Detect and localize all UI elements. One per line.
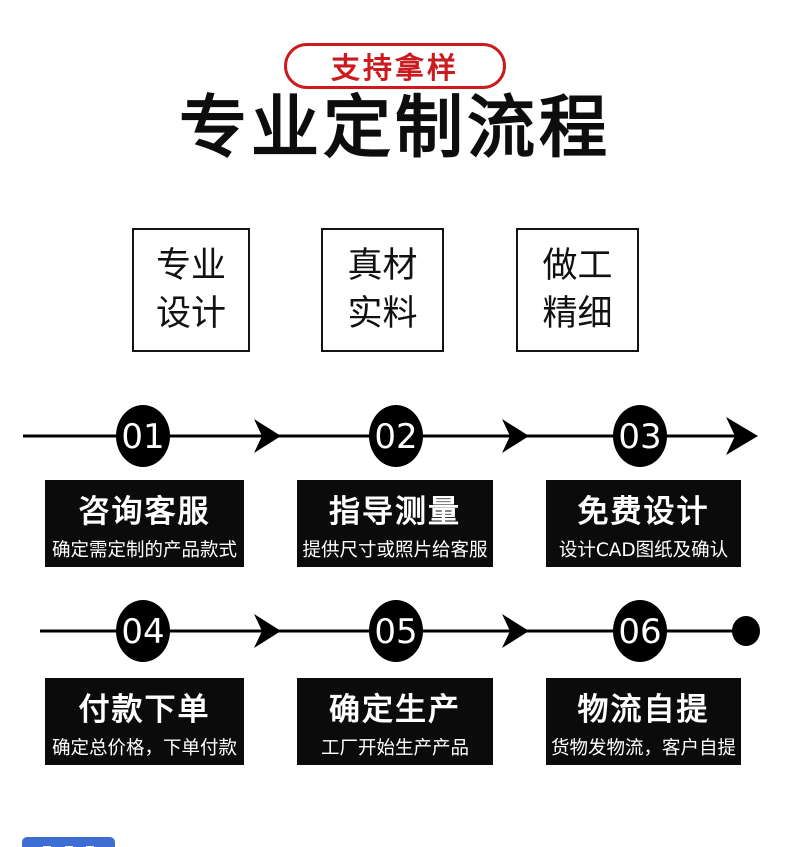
- step-title: 付款下单: [78, 691, 211, 728]
- step-box-measure: 指导测量 提供尺寸或照片给客服: [297, 480, 493, 567]
- feature-line: 精细: [542, 294, 613, 334]
- step-number: 04: [121, 612, 164, 652]
- step-number: 02: [374, 417, 417, 457]
- arrow-right-icon: [254, 419, 281, 453]
- step-number-circle: [369, 405, 423, 467]
- partial-blue-banner: [22, 837, 115, 847]
- feature-line: 做工: [542, 245, 613, 286]
- step-number: 06: [618, 612, 661, 652]
- step-desc: 货物发物流，客户自提: [550, 737, 736, 759]
- step-box-production: 确定生产 工厂开始生产产品: [297, 678, 493, 765]
- step-title: 免费设计: [577, 493, 710, 530]
- feature-line: 设计: [155, 294, 226, 334]
- step-number-circle: [369, 600, 423, 662]
- step-box-logistics: 物流自提 货物发物流，客户自提: [546, 678, 741, 765]
- step-desc: 设计CAD图纸及确认: [558, 539, 729, 561]
- step-desc: 确定需定制的产品款式: [51, 539, 237, 561]
- step-title: 咨询客服: [78, 493, 211, 530]
- arrow-right-icon: [254, 614, 281, 648]
- step-number: 03: [618, 417, 661, 457]
- feature-line: 真材: [347, 245, 418, 286]
- step-title: 指导测量: [329, 493, 461, 530]
- arrow-right-icon: [726, 417, 758, 455]
- step-number-circle: [613, 405, 667, 467]
- feature-box-material: 真材 实料: [321, 228, 444, 352]
- step-number: 05: [374, 612, 417, 652]
- flow-line-row-1: 01 02 03: [23, 405, 758, 467]
- step-desc: 确定总价格，下单付款: [51, 737, 237, 759]
- step-number-circle: [116, 600, 170, 662]
- end-dot-icon: [732, 616, 760, 646]
- step-box-payment: 付款下单 确定总价格，下单付款: [45, 678, 244, 765]
- page-title: 专业定制流程: [178, 89, 611, 168]
- sample-support-badge-label: 支持拿样: [330, 51, 460, 85]
- feature-line: 实料: [347, 294, 418, 334]
- feature-box-workmanship: 做工 精细: [516, 228, 639, 352]
- feature-line: 专业: [155, 245, 226, 286]
- step-desc: 提供尺寸或照片给客服: [302, 539, 488, 561]
- feature-box-design: 专业 设计: [132, 228, 250, 352]
- step-number-circle: [116, 405, 170, 467]
- arrow-right-icon: [502, 614, 529, 648]
- step-number: 01: [121, 417, 164, 457]
- step-box-consult: 咨询客服 确定需定制的产品款式: [45, 480, 244, 567]
- step-desc: 工厂开始生产产品: [320, 737, 469, 759]
- step-title: 确定生产: [329, 691, 461, 728]
- step-number-circle: [613, 600, 667, 662]
- step-title: 物流自提: [577, 691, 710, 728]
- step-box-free-design: 免费设计 设计CAD图纸及确认: [546, 480, 741, 567]
- sample-support-badge: 支持拿样: [283, 43, 507, 89]
- arrow-right-icon: [502, 419, 529, 453]
- flow-line-row-2: 04 05 06: [40, 600, 760, 662]
